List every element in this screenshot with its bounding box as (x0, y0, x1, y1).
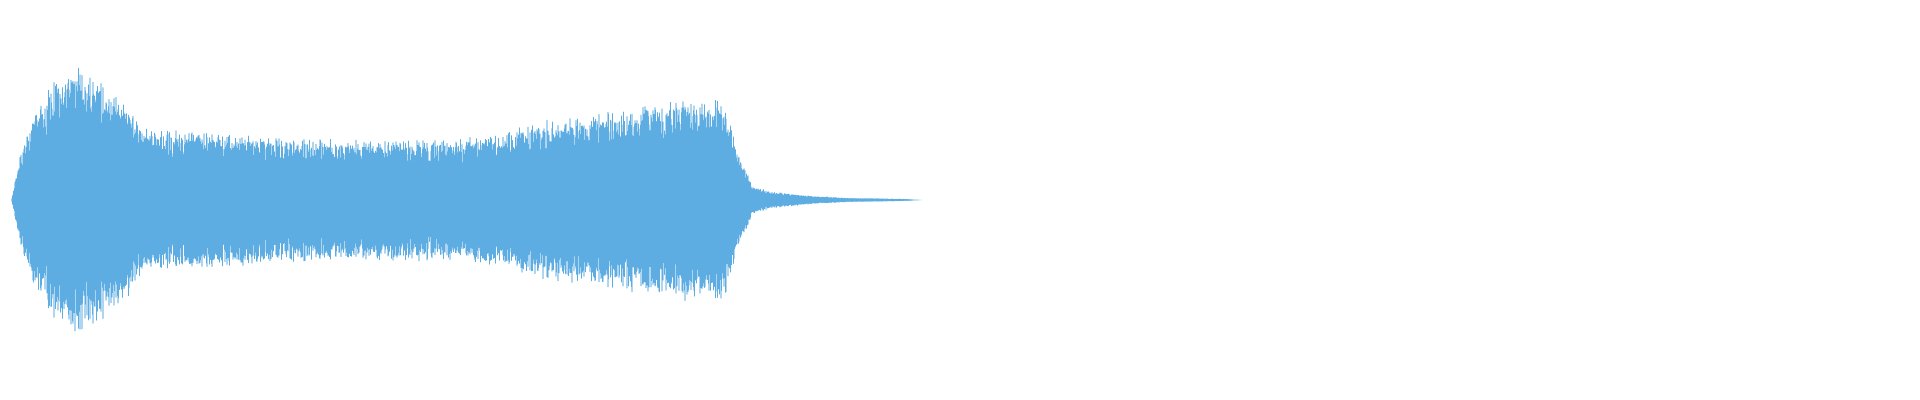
waveform-tail-mark (857, 199, 860, 201)
waveform-tail-mark (847, 199, 850, 201)
waveform-tail-mark (877, 199, 880, 201)
waveform-tail-mark (906, 199, 909, 201)
waveform-tail-mark (887, 199, 890, 201)
waveform-tail-mark (897, 199, 900, 201)
waveform-lines (11, 67, 923, 332)
waveform-path (11, 67, 923, 332)
waveform-tail-mark (868, 199, 871, 201)
